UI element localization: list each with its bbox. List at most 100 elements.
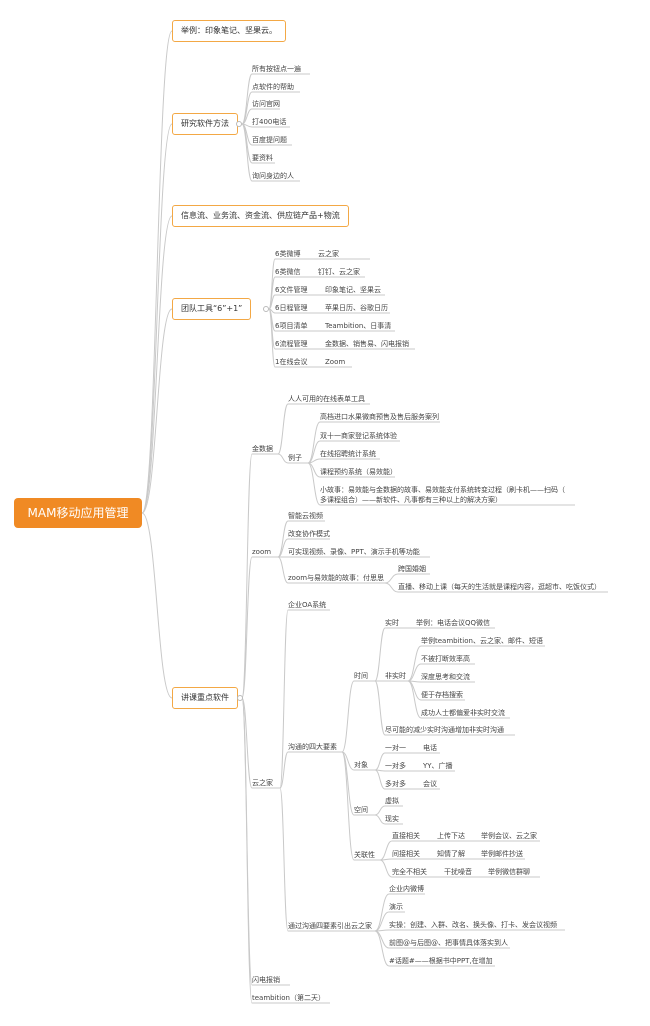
space-item: 现实	[385, 815, 399, 823]
team-tool-example: Teambition、日事清	[325, 322, 392, 330]
team-tool-category: 6日程管理	[275, 304, 308, 312]
branch-connector	[374, 911, 390, 932]
branch-connector	[374, 805, 386, 816]
team-tool-category: 6文件管理	[275, 286, 308, 294]
research-item: 要资料	[252, 154, 273, 162]
branch-connector	[307, 440, 321, 464]
branch-connector	[374, 814, 386, 825]
yzj-intro-item: #话题#——根据书中PPT,在增加	[389, 957, 493, 965]
team-tool-category: 6流程管理	[275, 340, 308, 348]
focus-teambition: teambition（第二天）	[252, 994, 325, 1002]
object-example: 电话	[423, 744, 437, 752]
four-elements: 沟通的四大要素	[288, 743, 337, 751]
branch-connector	[277, 453, 289, 464]
relevance-type: 间接相关	[392, 850, 420, 858]
object-type: 一对一	[385, 744, 406, 752]
space-item: 虚拟	[385, 797, 399, 805]
branch-team-tools[interactable]: 团队工具“6”+1”	[172, 298, 252, 320]
zoom-item: 改变协作模式	[288, 530, 330, 538]
team-tool-example: 钉钉、云之家	[318, 268, 360, 276]
time-realtime: 实时	[385, 619, 399, 627]
relevance-example: 举例微信群聊	[488, 868, 530, 876]
team-tool-category: 6项目清单	[275, 322, 308, 330]
example-item: 高档进口水果微商预售及售后服务案列	[320, 413, 439, 421]
team-tool-example: 金数据、销售易、闪电报销	[325, 340, 409, 348]
branch-connector	[141, 308, 173, 514]
branch-connector	[379, 859, 393, 878]
collapse-toggle[interactable]	[237, 695, 243, 701]
zoom-story: zoom与易效能的故事：付思思	[288, 574, 385, 582]
branch-connector	[374, 752, 386, 771]
relevance-type: 完全不相关	[392, 868, 427, 876]
branch-connector	[307, 462, 321, 506]
nonrealtime-item: 举例teambition、云之家、邮件、短语	[421, 637, 543, 645]
branch-connector	[141, 512, 173, 699]
research-item: 打400电话	[252, 118, 287, 126]
branch-connector	[379, 840, 393, 861]
story-line-2: 多课程组合）——新软件、凡事都有三种以上的解决方案）	[320, 496, 502, 504]
research-item: 所有按钮点一遍	[252, 65, 301, 73]
yzj-intro-item: 前图@与后图@、把事情具体落实到人	[389, 939, 508, 947]
root-node[interactable]: MAM移动应用管理	[14, 498, 142, 528]
branch-connector	[241, 697, 253, 789]
branch-connector	[341, 680, 355, 753]
relevance-type: 直接相关	[392, 832, 420, 840]
relevance-mode: 上传下达	[437, 832, 465, 840]
nonrealtime-item: 便于存档搜索	[421, 691, 463, 699]
branch-connector	[384, 573, 399, 584]
focus-shandian: 闪电报销	[252, 976, 280, 984]
yzj-intro-item: 企业内微博	[389, 885, 424, 893]
branch-connector	[279, 609, 289, 789]
jinshuju-examples: 例子	[288, 454, 302, 462]
branch-research[interactable]: 研究软件方法	[172, 113, 238, 135]
story-line-1: 小故事：易效能与金数据的故事、易效能支付系统转变过程（刷卡机——扫码（	[320, 486, 565, 494]
branch-example[interactable]: 举例：印象笔记、坚果云。	[172, 20, 286, 42]
branch-connector	[374, 627, 386, 682]
branch-connector	[279, 751, 289, 789]
branch-focus-software[interactable]: 讲课重点软件	[172, 687, 238, 709]
element-time: 时间	[354, 672, 368, 680]
team-tool-category: 6类微博	[275, 250, 301, 258]
team-tool-example: Zoom	[325, 358, 346, 366]
branch-connector	[277, 403, 289, 455]
focus-jinshuju: 金数据	[252, 445, 273, 453]
research-item: 点软件的帮助	[252, 83, 294, 91]
branch-connector	[277, 538, 289, 558]
branch-connector	[241, 453, 253, 699]
example-item: 双十一商家登记系统体验	[320, 432, 397, 440]
branch-connector	[141, 123, 173, 514]
branch-connector	[374, 680, 386, 736]
research-item: 百度提问题	[252, 136, 287, 144]
branch-connector	[268, 308, 276, 368]
branch-connector	[241, 556, 253, 699]
branch-connector	[279, 787, 289, 932]
branch-flow[interactable]: 信息流、业务流、资金流、供应链产品+物流	[172, 205, 349, 227]
branch-connector	[241, 697, 253, 1004]
branch-connector	[407, 645, 422, 682]
branch-connector	[407, 680, 422, 719]
element-relevance: 关联性	[354, 851, 375, 859]
collapse-toggle[interactable]	[236, 121, 242, 127]
branch-connector	[407, 663, 422, 682]
element-object: 对象	[354, 761, 368, 769]
realtime-example: 举例：电话会议QQ微信	[416, 619, 491, 627]
nonrealtime-item: 成功人士都偏爱非实时交流	[421, 709, 505, 717]
time-nonrealtime: 非实时	[385, 672, 406, 680]
branch-connector	[374, 893, 390, 932]
collapse-toggle[interactable]	[263, 306, 269, 312]
example-item: 在线招聘统计系统	[320, 450, 376, 458]
branch-connector	[384, 582, 399, 593]
zoom-story-item: 直播、移动上课（每天的生活就是课程内容，逛超市、吃饭仪式）	[398, 583, 601, 591]
zoom-story-item: 跨国婚姻	[398, 565, 426, 573]
object-example: 会议	[423, 780, 437, 788]
nonrealtime-item: 不被打断效率高	[421, 655, 470, 663]
branch-connector	[141, 215, 173, 514]
relevance-example: 举例会议、云之家	[481, 832, 537, 840]
branch-connector	[307, 421, 321, 464]
nonrealtime-item: 深度思考和交流	[421, 673, 470, 681]
example-item: 课程预约系统（易效能）	[320, 468, 397, 476]
focus-zoom: zoom	[252, 548, 272, 556]
element-space: 空间	[354, 806, 368, 814]
